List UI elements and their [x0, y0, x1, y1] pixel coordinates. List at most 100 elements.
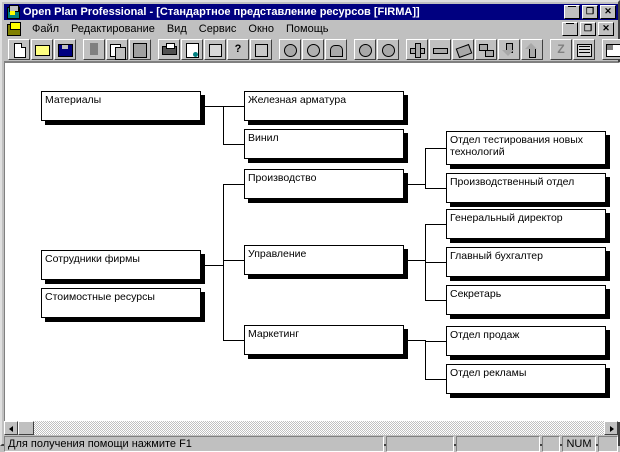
- new-file-button[interactable]: [8, 38, 30, 60]
- horizontal-scrollbar[interactable]: [4, 421, 618, 435]
- mdi-close-button[interactable]: ✕: [598, 22, 614, 36]
- diagram-node-otdel-prodazh[interactable]: Отдел продаж: [446, 326, 610, 360]
- node-box: Отдел продаж: [446, 326, 606, 356]
- context-help-button[interactable]: [250, 38, 272, 60]
- scroll-track[interactable]: [34, 421, 604, 435]
- paste-button[interactable]: [129, 38, 151, 60]
- node-label: Отдел рекламы: [450, 367, 527, 379]
- node-box: Отдел рекламы: [446, 364, 606, 394]
- diagram-node-sotrudniki[interactable]: Сотрудники фирмы: [41, 250, 205, 284]
- resource-pool-icon: [357, 42, 373, 57]
- minimize-button[interactable]: [564, 5, 580, 19]
- menu-item-window[interactable]: Окно: [248, 23, 274, 35]
- resource-pool-button[interactable]: [354, 38, 376, 60]
- menu-item-view[interactable]: Вид: [166, 23, 187, 35]
- node-box: Производство: [244, 169, 404, 199]
- unlink-button[interactable]: [475, 38, 497, 60]
- scroll-left-button[interactable]: [4, 421, 18, 435]
- resource-circle-icon: [282, 42, 298, 57]
- node-box: Железная арматура: [244, 91, 404, 121]
- node-label: Производственный отдел: [450, 176, 575, 188]
- diagram-node-upravlenie[interactable]: Управление: [244, 245, 408, 279]
- open-file-button[interactable]: [31, 38, 53, 60]
- properties-button[interactable]: [204, 38, 226, 60]
- print-preview-button[interactable]: [181, 38, 203, 60]
- move-down-icon: [501, 42, 517, 57]
- restore-button[interactable]: ❐: [582, 5, 598, 19]
- mdi-minimize-button[interactable]: [562, 22, 578, 36]
- move-up-button[interactable]: [521, 38, 543, 60]
- menu-item-file[interactable]: Файл: [32, 23, 60, 35]
- node-label: Генеральный директор: [450, 212, 563, 224]
- menu-item-tools[interactable]: Сервис: [198, 23, 237, 35]
- diagram-node-marketing[interactable]: Маркетинг: [244, 325, 408, 359]
- close-button[interactable]: ✕: [600, 5, 616, 19]
- connector-marketing-to-otdel-prodazh: [425, 341, 446, 342]
- node-box: Маркетинг: [244, 325, 404, 355]
- resource-person-button[interactable]: [302, 38, 324, 60]
- diagram-node-gen-director[interactable]: Генеральный директор: [446, 209, 610, 243]
- add-button[interactable]: [406, 38, 428, 60]
- zoom-button[interactable]: Z: [550, 38, 572, 60]
- diagram-node-otdel-reklamy[interactable]: Отдел рекламы: [446, 364, 610, 398]
- link-button[interactable]: [452, 38, 474, 60]
- diagram-node-otdel-proizv[interactable]: Производственный отдел: [446, 173, 610, 207]
- menu-item-help[interactable]: Помощь: [285, 23, 329, 35]
- node-box: Главный бухгалтер: [446, 247, 606, 277]
- node-label: Стоимостные ресурсы: [45, 291, 155, 303]
- connector-upravlenie-to-sekretar: [425, 300, 446, 301]
- tile-windows-icon: [605, 42, 620, 57]
- diagram-node-sekretar[interactable]: Секретарь: [446, 285, 610, 319]
- diagram-node-materialy[interactable]: Материалы: [41, 91, 205, 125]
- connector-proizvodstvo-stub: [404, 184, 425, 185]
- resource-skill-icon: [380, 42, 396, 57]
- copy-icon: [109, 42, 126, 60]
- node-box: Стоимостные ресурсы: [41, 288, 201, 318]
- zoom-icon: Z: [557, 41, 565, 56]
- node-label: Сотрудники фирмы: [45, 253, 140, 265]
- diagram-node-stoimostnye[interactable]: Стоимостные ресурсы: [41, 288, 205, 322]
- print-button[interactable]: [158, 38, 180, 60]
- resource-dome-button[interactable]: [325, 38, 347, 60]
- diagram-node-proizvodstvo[interactable]: Производство: [244, 169, 408, 203]
- diagram-node-gl-buhgalter[interactable]: Главный бухгалтер: [446, 247, 610, 281]
- window-controls: ❐ ✕: [564, 5, 616, 19]
- diagram-node-vinil[interactable]: Винил: [244, 129, 408, 163]
- node-box: Материалы: [41, 91, 201, 121]
- node-box: Отдел тестирования новых технологий: [446, 131, 606, 165]
- diagram-node-armatura[interactable]: Железная арматура: [244, 91, 408, 125]
- copy-button[interactable]: [106, 38, 128, 60]
- cut-button[interactable]: [83, 38, 105, 60]
- node-box: Сотрудники фирмы: [41, 250, 201, 280]
- connector-marketing-trunk: [425, 340, 426, 379]
- node-label: Винил: [248, 132, 279, 144]
- document-icon[interactable]: [7, 22, 22, 36]
- new-file-icon: [11, 42, 27, 58]
- connector-materialy-trunk: [223, 106, 224, 144]
- diagram-node-otdel-test[interactable]: Отдел тестирования новых технологий: [446, 131, 610, 169]
- status-num-indicator: NUM: [562, 436, 596, 452]
- table-view-icon: [576, 42, 592, 57]
- node-box: Винил: [244, 129, 404, 159]
- tile-windows-button[interactable]: [602, 38, 620, 60]
- node-label: Секретарь: [450, 288, 502, 300]
- scroll-thumb[interactable]: [18, 421, 34, 435]
- status-pane-b: [456, 436, 540, 452]
- move-down-button[interactable]: [498, 38, 520, 60]
- resource-skill-button[interactable]: [377, 38, 399, 60]
- node-label: Управление: [248, 248, 307, 260]
- help-icon: ?: [234, 42, 242, 55]
- menu-item-edit[interactable]: Редактирование: [71, 23, 155, 35]
- table-view-button[interactable]: [573, 38, 595, 60]
- mdi-restore-button[interactable]: ❐: [580, 22, 596, 36]
- context-help-icon: [253, 42, 269, 57]
- save-file-button[interactable]: [54, 38, 76, 60]
- resource-circle-button[interactable]: [279, 38, 301, 60]
- scroll-right-button[interactable]: [604, 421, 618, 435]
- node-box: Управление: [244, 245, 404, 275]
- remove-button[interactable]: [429, 38, 451, 60]
- help-button[interactable]: ?: [227, 38, 249, 60]
